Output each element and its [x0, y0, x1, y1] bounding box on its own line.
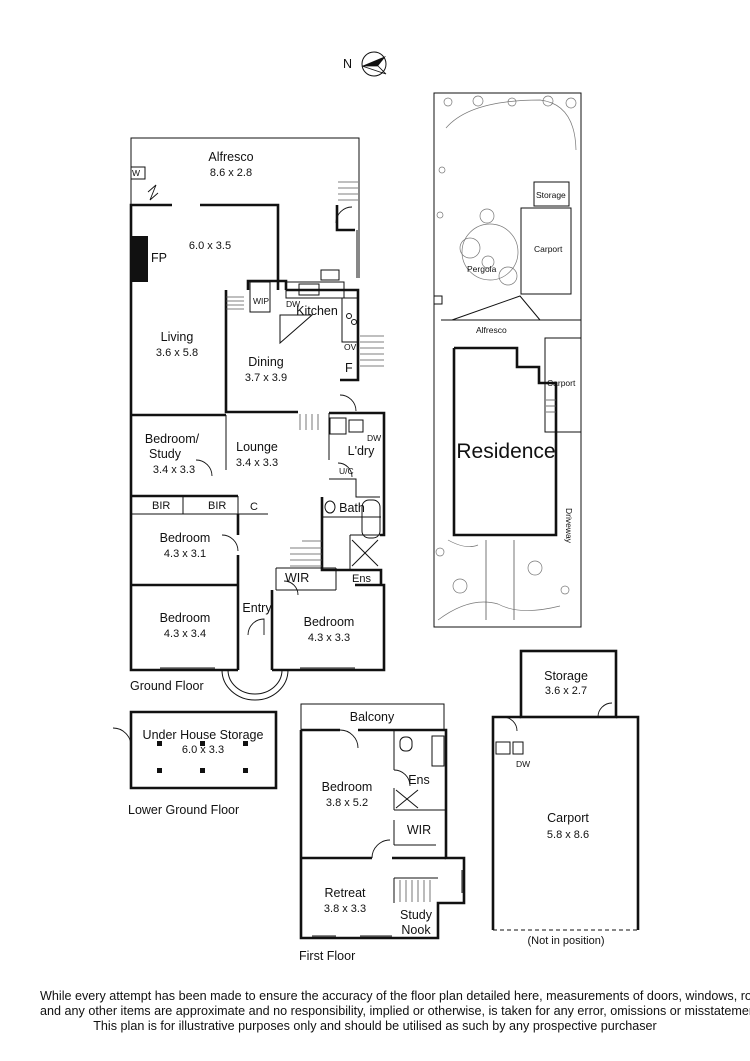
room-bath-label: Bath [339, 501, 365, 515]
residence-label: Residence [456, 440, 555, 463]
lower-ground-floor-caption: Lower Ground Floor [128, 803, 239, 817]
site-plan: Storage Carport Pergola Alfresco Carport… [433, 92, 582, 628]
under-house-storage-dims: 6.0 x 3.3 [182, 744, 224, 756]
dishwasher-label: DW [286, 299, 300, 309]
room-family-dims: 6.0 x 3.5 [189, 240, 231, 252]
room-dining-label: Dining [248, 355, 283, 369]
disclaimer: While every attempt has been made to ens… [40, 989, 750, 1034]
under-house-storage-label: Under House Storage [143, 728, 264, 742]
outbuilding-plan: Storage 3.6 x 2.7 DW Carport 5.8 x 8.6 (… [491, 649, 640, 947]
room-living-dims: 3.6 x 5.8 [156, 347, 198, 359]
room-bedroom-3-label: Bedroom [304, 615, 355, 629]
lower-ground-floor-plan: Under House Storage 6.0 x 3.3 Lower Grou… [112, 710, 278, 817]
site-alfresco-label: Alfresco [476, 325, 507, 335]
fireplace-label: FP [151, 251, 167, 265]
site-storage-label: Storage [536, 190, 566, 200]
north-compass: N [343, 51, 387, 77]
study-nook-label-2: Nook [401, 923, 431, 937]
wine-label: W [132, 168, 140, 178]
room-dining-dims: 3.7 x 3.9 [245, 372, 287, 384]
study-nook-label: Study [400, 908, 433, 922]
room-bedroom-3-dims: 4.3 x 3.3 [308, 632, 350, 644]
outbuilding-storage-dims: 3.6 x 2.7 [545, 685, 587, 697]
first-floor-ensuite-label: Ens [408, 773, 430, 787]
room-kitchen-label: Kitchen [296, 304, 338, 318]
room-bedroom-1-dims: 4.3 x 3.1 [164, 548, 206, 560]
outbuilding-carport-dims: 5.8 x 8.6 [547, 829, 589, 841]
first-floor-caption: First Floor [299, 949, 355, 963]
ensuite-label: Ens [352, 573, 371, 585]
room-bedroom-1-label: Bedroom [160, 531, 211, 545]
first-floor-plan: Balcony Bedroom 3.8 x 5.2 Ens WIR Retrea… [299, 703, 466, 963]
outbuilding-dw-label: DW [516, 759, 530, 769]
ground-floor-caption: Ground Floor [130, 679, 204, 693]
room-alfresco-dims: 8.6 x 2.8 [210, 167, 252, 179]
room-bedroom-2-label: Bedroom [160, 611, 211, 625]
bir-1-label: BIR [152, 500, 170, 512]
outbuilding-carport-label: Carport [547, 811, 589, 825]
room-lounge-label: Lounge [236, 440, 278, 454]
not-in-position-note: (Not in position) [527, 935, 604, 947]
cupboard-label: C [250, 501, 258, 513]
room-alfresco-label: Alfresco [208, 150, 253, 164]
oven-label: OV [344, 342, 357, 352]
wir-label: WIR [285, 571, 309, 585]
ground-floor-plan: Alfresco 8.6 x 2.8 6.0 x 3.5 Living 3.6 … [129, 137, 386, 701]
room-bedroom-study-dims: 3.4 x 3.3 [153, 464, 195, 476]
first-floor-bedroom-dims: 3.8 x 5.2 [326, 797, 368, 809]
compass-north-label: N [343, 57, 352, 71]
uc-label: U/C [339, 466, 354, 476]
bir-2-label: BIR [208, 500, 226, 512]
pergola-label: Pergola [467, 264, 497, 274]
laundry-dw-label: DW [367, 433, 381, 443]
room-lounge-dims: 3.4 x 3.3 [236, 457, 278, 469]
balcony-label: Balcony [350, 710, 395, 724]
room-bedroom-study-label-2: Study [149, 447, 182, 461]
room-laundry-label: L'dry [348, 444, 375, 458]
site-carport-side-label: Carport [547, 378, 576, 388]
site-carport-top-label: Carport [534, 244, 563, 254]
retreat-label: Retreat [325, 886, 367, 900]
disclaimer-line-1: While every attempt has been made to ens… [40, 989, 750, 1003]
first-floor-bedroom-label: Bedroom [322, 780, 373, 794]
room-living-label: Living [161, 330, 194, 344]
room-bedroom-2-dims: 4.3 x 3.4 [164, 628, 206, 640]
first-floor-wir-label: WIR [407, 823, 431, 837]
fridge-label: F [345, 361, 353, 375]
room-entry-label: Entry [242, 601, 272, 615]
disclaimer-line-2: and any other items are approximate and … [40, 1004, 750, 1018]
floor-plan-drawing: N [112, 51, 640, 963]
driveway-label: Driveway [564, 508, 574, 544]
disclaimer-line-3: This plan is for illustrative purposes o… [93, 1019, 657, 1033]
retreat-dims: 3.8 x 3.3 [324, 903, 366, 915]
wip-label: WIP [253, 296, 269, 306]
outbuilding-storage-label: Storage [544, 669, 588, 683]
room-bedroom-study-label: Bedroom/ [145, 432, 200, 446]
